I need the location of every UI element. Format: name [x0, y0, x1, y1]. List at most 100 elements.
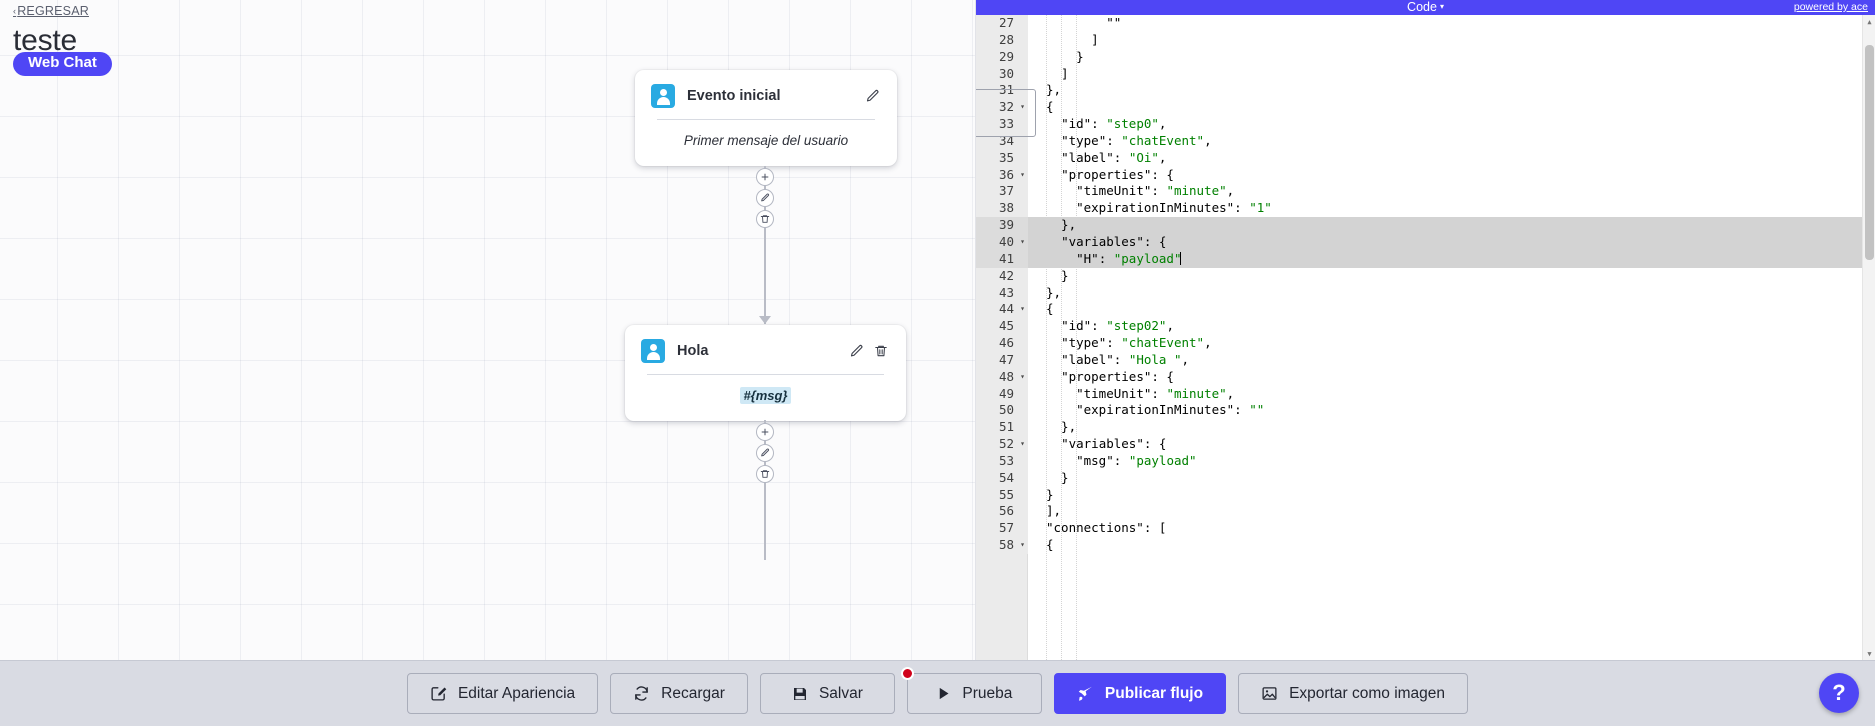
button-label: Prueba — [962, 684, 1013, 702]
code-line[interactable]: 33 "id": "step0", — [976, 116, 1875, 133]
edit-icon[interactable] — [863, 87, 881, 105]
edit-icon[interactable] — [756, 189, 774, 207]
code-line[interactable]: 48▾ "properties": { — [976, 368, 1875, 386]
code-text: { — [1046, 301, 1054, 317]
line-number: 32▾ — [976, 99, 1028, 117]
line-number: 27 — [976, 15, 1028, 32]
code-line[interactable]: 47 "label": "Hola ", — [976, 351, 1875, 369]
code-line[interactable]: 34 "type": "chatEvent", — [976, 132, 1875, 150]
code-line[interactable]: 27 "" — [976, 15, 1875, 32]
node-divider — [647, 374, 884, 375]
edit-appearance-button[interactable]: Editar Apariencia — [406, 673, 599, 714]
code-line[interactable]: 28 ] — [976, 31, 1875, 49]
refresh-icon — [633, 685, 650, 702]
code-line[interactable]: 31}, — [976, 82, 1875, 100]
fold-toggle-icon[interactable]: ▾ — [1020, 236, 1025, 246]
code-text: "type": "chatEvent", — [1061, 335, 1212, 351]
trash-icon[interactable] — [756, 465, 774, 483]
code-line[interactable]: 57"connections": [ — [976, 520, 1875, 538]
code-line[interactable]: 36▾ "properties": { — [976, 166, 1875, 184]
reload-button[interactable]: Recargar — [610, 673, 748, 714]
code-editor-pane[interactable]: Code▾ powered by ace 27 ""28 ]29 }30 ]31… — [975, 0, 1875, 660]
code-text: } — [1046, 267, 1069, 283]
fold-toggle-icon[interactable]: ▾ — [1020, 439, 1025, 449]
code-text: { — [1046, 537, 1054, 553]
connector-arrow-icon — [759, 316, 771, 324]
fold-toggle-icon[interactable]: ▾ — [1020, 371, 1025, 381]
code-line[interactable]: 41 "H": "payload" — [976, 250, 1875, 268]
code-line[interactable]: 29 } — [976, 48, 1875, 66]
trash-icon[interactable] — [872, 342, 890, 360]
code-line[interactable]: 49 "timeUnit": "minute", — [976, 385, 1875, 403]
code-line[interactable]: 30 ] — [976, 65, 1875, 83]
fold-toggle-icon[interactable]: ▾ — [1020, 540, 1025, 550]
edit-icon[interactable] — [847, 342, 865, 360]
add-icon[interactable] — [756, 168, 774, 186]
code-line[interactable]: 51 }, — [976, 419, 1875, 437]
line-number: 35 — [976, 149, 1028, 167]
line-number: 58▾ — [976, 537, 1028, 554]
help-button[interactable]: ? — [1819, 673, 1859, 713]
back-link[interactable]: ‹REGRESAR — [13, 4, 89, 18]
code-line[interactable]: 55} — [976, 486, 1875, 504]
code-lines[interactable]: 27 ""28 ]29 }30 ]31},32▾{33 "id": "step0… — [976, 15, 1875, 554]
notification-dot — [900, 667, 914, 680]
code-line[interactable]: 50 "expirationInMinutes": "" — [976, 402, 1875, 420]
line-number: 48▾ — [976, 368, 1028, 386]
flow-node-evento-inicial[interactable]: Evento inicial Primer mensaje del usuari… — [635, 70, 897, 166]
export-image-button[interactable]: Exportar como imagen — [1238, 673, 1469, 714]
code-line[interactable]: 52▾ "variables": { — [976, 436, 1875, 453]
code-line[interactable]: 42 } — [976, 267, 1875, 285]
code-text: "timeUnit": "minute", — [1076, 183, 1235, 199]
code-text: "id": "step0", — [1061, 116, 1167, 132]
scroll-up-icon[interactable]: ▲ — [1867, 17, 1872, 26]
code-line[interactable]: 37 "timeUnit": "minute", — [976, 183, 1875, 201]
fold-widget-popup[interactable]: ❯ — [976, 89, 1036, 137]
page-title: teste — [13, 24, 78, 57]
code-text: "variables": { — [1061, 436, 1167, 452]
code-line[interactable]: 35 "label": "Oi", — [976, 149, 1875, 167]
editor-title[interactable]: Code▾ — [1407, 0, 1444, 16]
test-button[interactable]: Prueba — [900, 667, 1042, 714]
code-text: }, — [1046, 82, 1062, 98]
code-line[interactable]: 43}, — [976, 284, 1875, 302]
powered-by-ace-link[interactable]: powered by ace — [1793, 1, 1868, 13]
editor-body[interactable]: 27 ""28 ]29 }30 ]31},32▾{33 "id": "step0… — [976, 15, 1875, 660]
code-line[interactable]: 38 "expirationInMinutes": "1" — [976, 200, 1875, 218]
scroll-down-icon[interactable]: ▼ — [1867, 649, 1872, 658]
flow-canvas[interactable]: ‹REGRESAR teste Web Chat Evento inicial … — [0, 0, 1168, 660]
fold-toggle-icon[interactable]: ▾ — [1020, 304, 1025, 314]
scrollbar-thumb[interactable] — [1865, 45, 1874, 260]
code-line[interactable]: 32▾{ — [976, 99, 1875, 117]
line-number: 42 — [976, 267, 1028, 285]
fold-toggle-icon[interactable]: ▾ — [1020, 169, 1025, 179]
publish-flow-button[interactable]: Publicar flujo — [1053, 673, 1227, 714]
editor-vertical-scrollbar[interactable]: ▲ ▼ — [1862, 15, 1875, 660]
code-line[interactable]: 53 "msg": "payload" — [976, 452, 1875, 470]
code-line[interactable]: 39 }, — [976, 217, 1875, 234]
trash-icon[interactable] — [756, 210, 774, 228]
rocket-icon — [1077, 685, 1094, 702]
code-line[interactable]: 45 "id": "step02", — [976, 318, 1875, 336]
edit-icon[interactable] — [756, 444, 774, 462]
code-text: ] — [1046, 65, 1069, 81]
back-link-label: REGRESAR — [17, 4, 89, 18]
node-header: Evento inicial — [635, 70, 897, 119]
code-line[interactable]: 54 } — [976, 469, 1875, 487]
fold-toggle-icon[interactable]: ▾ — [1020, 102, 1025, 112]
code-line[interactable]: 56], — [976, 503, 1875, 521]
code-line[interactable]: 44▾{ — [976, 301, 1875, 319]
flow-node-hola[interactable]: Hola #{msg} — [625, 325, 906, 421]
connector-controls[interactable] — [756, 168, 774, 231]
button-label: Recargar — [661, 684, 725, 702]
code-line[interactable]: 58▾ { — [976, 537, 1875, 554]
line-number: 40▾ — [976, 233, 1028, 251]
code-line[interactable]: 46 "type": "chatEvent", — [976, 335, 1875, 352]
node-body: #{msg} — [625, 375, 906, 421]
save-button[interactable]: Salvar — [759, 673, 895, 714]
code-line[interactable]: 40▾ "variables": { — [976, 233, 1875, 251]
line-number: 50 — [976, 402, 1028, 420]
line-number: 46 — [976, 335, 1028, 352]
connector-controls[interactable] — [756, 423, 774, 486]
add-icon[interactable] — [756, 423, 774, 441]
